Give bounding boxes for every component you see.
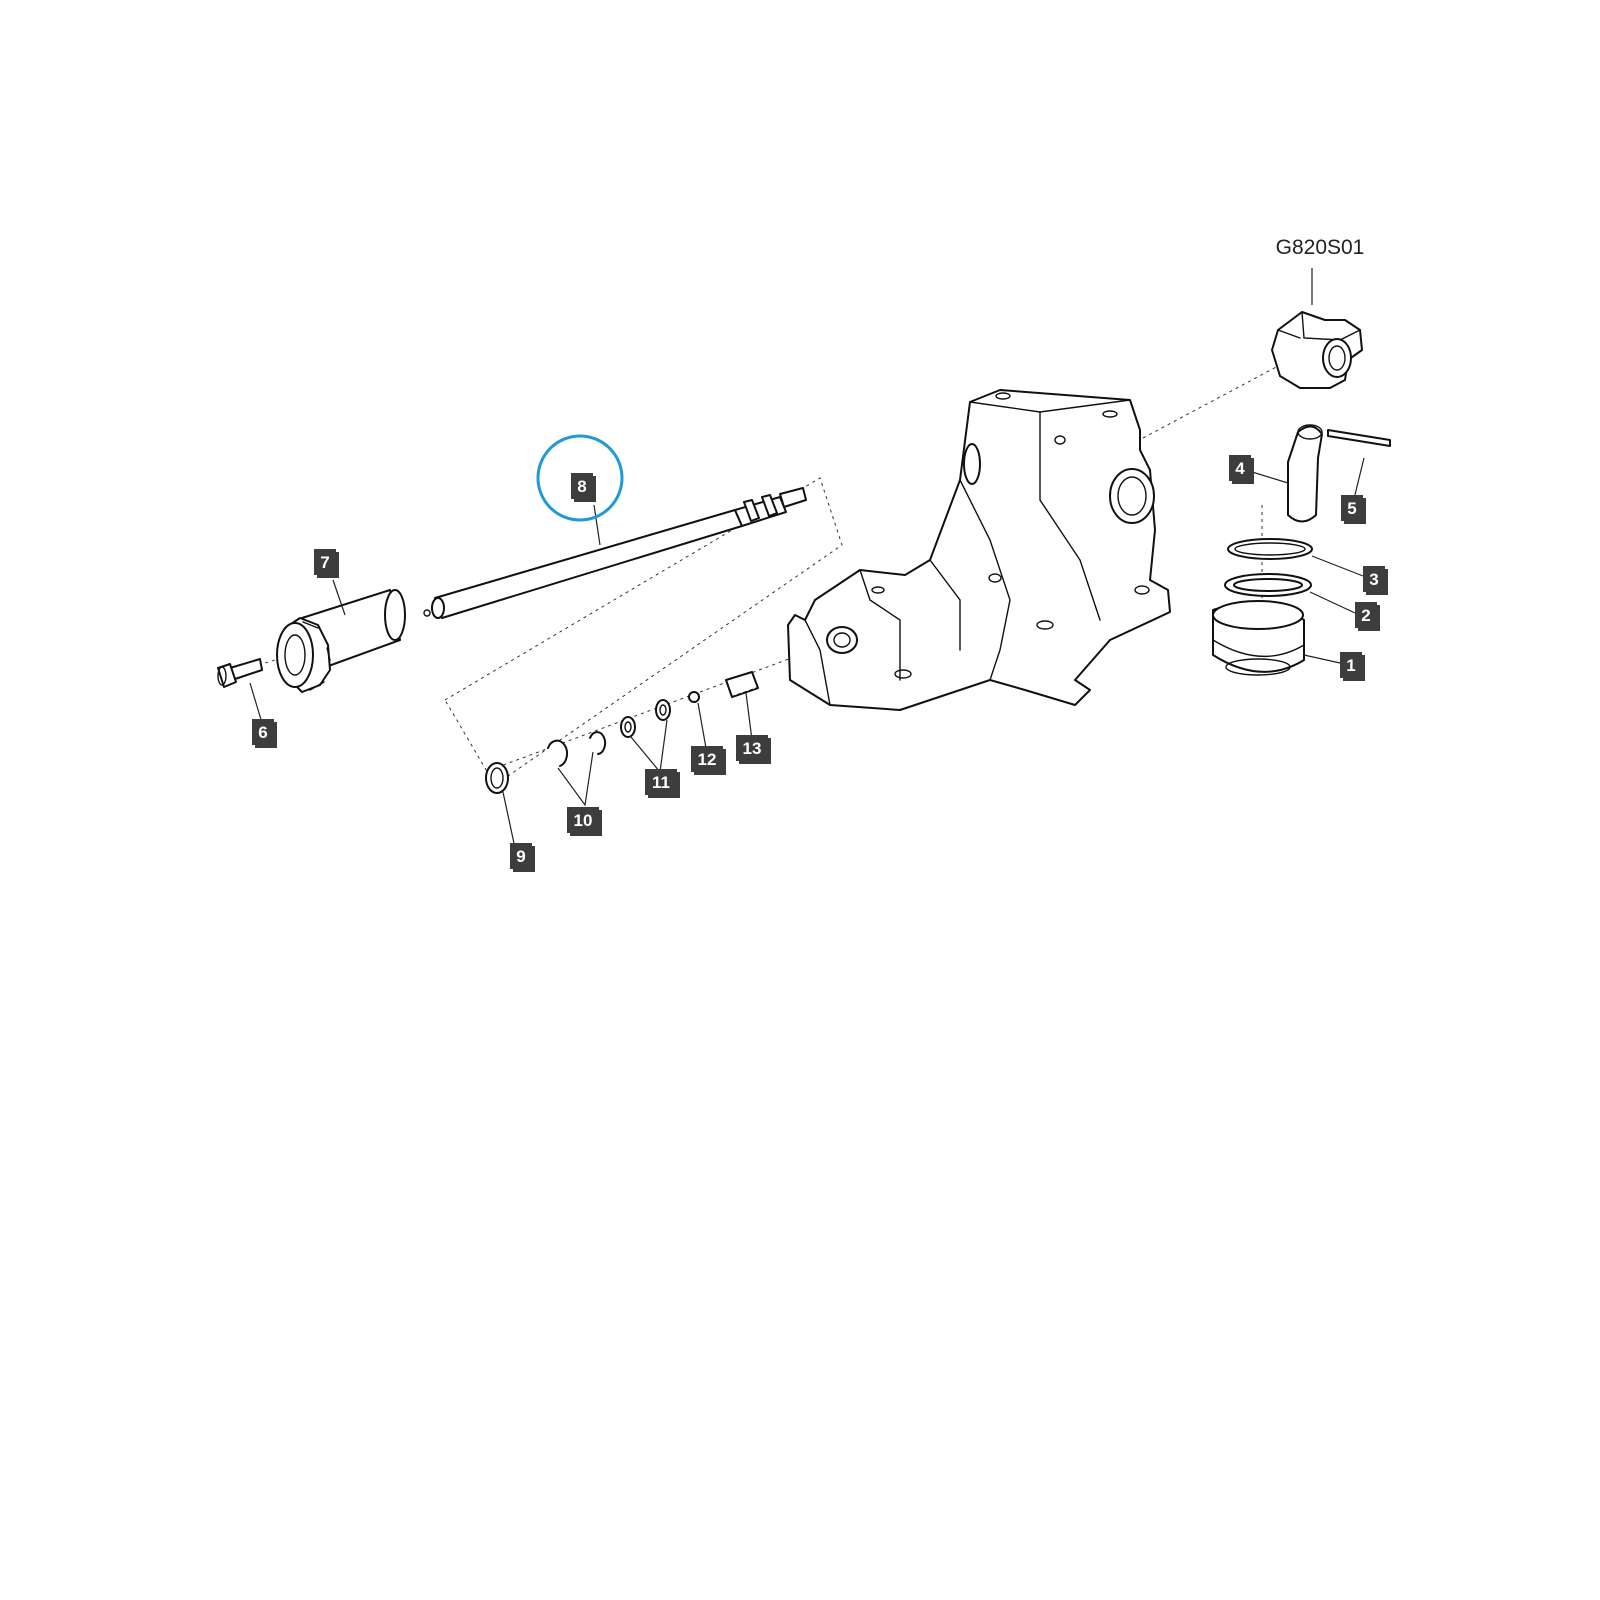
- callout-6: 6: [252, 719, 277, 748]
- svg-text:3: 3: [1369, 570, 1378, 589]
- part-10-circlips: [547, 731, 607, 767]
- callout-1: 1: [1340, 652, 1365, 681]
- part-9-washer: [485, 762, 509, 794]
- callout-11: 11: [645, 769, 680, 798]
- svg-text:1: 1: [1346, 656, 1355, 675]
- part-13-spring: [725, 671, 759, 698]
- part-12-ball: [688, 691, 700, 703]
- svg-text:7: 7: [320, 553, 329, 572]
- part-7-gear-sleeve: [276, 589, 406, 693]
- callout-13: 13: [736, 735, 771, 764]
- part-3-ring: [1227, 538, 1313, 560]
- svg-text:2: 2: [1361, 606, 1370, 625]
- highlight-circle: [536, 434, 624, 522]
- callout-3: 3: [1363, 566, 1388, 595]
- svg-text:4: 4: [1235, 459, 1245, 478]
- callout-4: 4: [1229, 455, 1254, 484]
- svg-text:5: 5: [1347, 499, 1356, 518]
- callout-7: 7: [314, 549, 339, 578]
- part-2-seal: [1224, 573, 1312, 597]
- part-6-bolt: [217, 658, 263, 688]
- svg-text:9: 9: [516, 847, 525, 866]
- callout-10: 10: [567, 807, 602, 836]
- callout-5: 5: [1341, 495, 1366, 524]
- svg-text:12: 12: [698, 750, 717, 769]
- selector-fork-part: [1271, 311, 1363, 389]
- svg-text:13: 13: [743, 739, 762, 758]
- svg-text:10: 10: [574, 811, 593, 830]
- part-1-bushing: [1212, 600, 1305, 676]
- leader-lines: [249, 268, 1365, 849]
- callout-2: 2: [1355, 602, 1380, 631]
- svg-text:6: 6: [258, 723, 267, 742]
- svg-text:11: 11: [652, 773, 670, 792]
- reference-code: G820S01: [1276, 236, 1365, 259]
- callout-8: 8: [571, 473, 596, 502]
- part-8-shaft: [423, 487, 807, 619]
- main-housing: [787, 389, 1171, 711]
- callout-12: 12: [691, 746, 726, 775]
- part-4-pin: [1287, 424, 1323, 523]
- callout-9: 9: [510, 843, 535, 872]
- svg-text:8: 8: [577, 477, 586, 496]
- part-11-washers: [620, 699, 671, 738]
- part-5-rod: [1327, 429, 1391, 447]
